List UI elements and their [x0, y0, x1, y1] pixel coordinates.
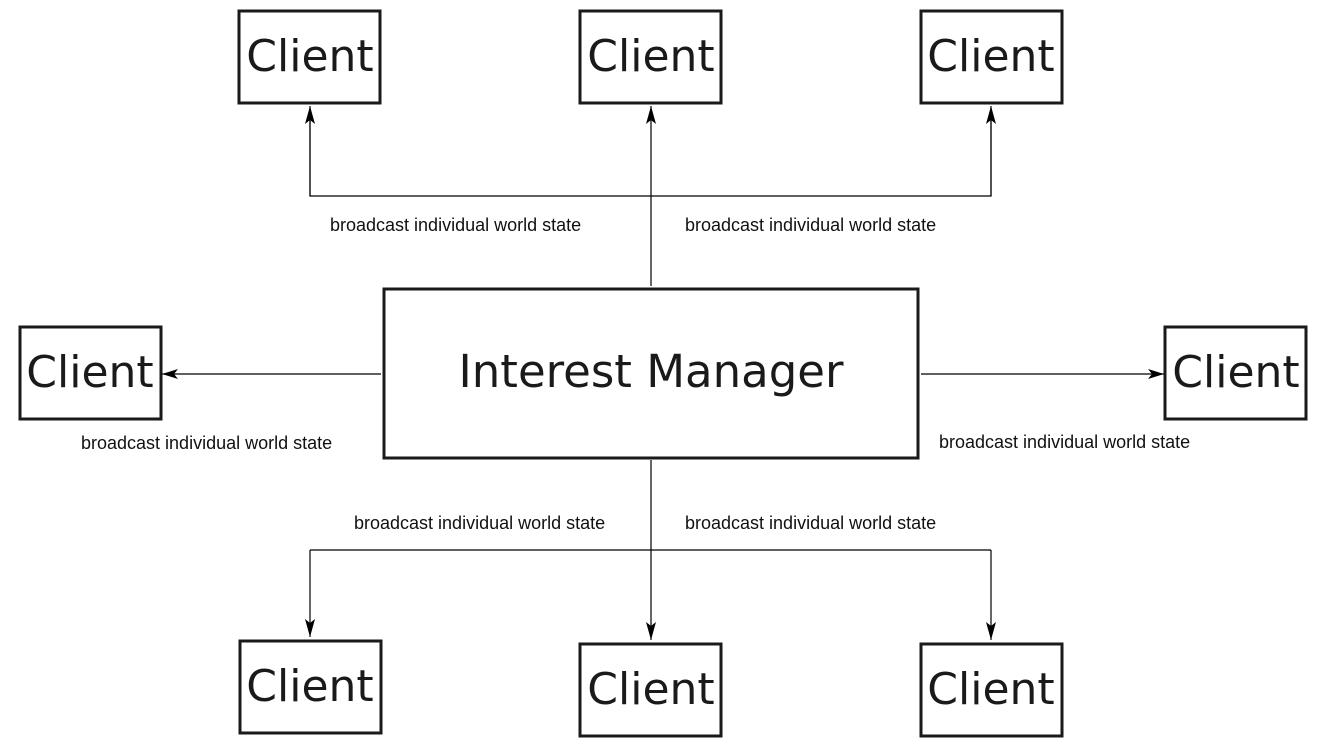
client-label: Client — [587, 31, 714, 82]
edge-label-top-right: broadcast individual world state — [685, 215, 936, 235]
client-label: Client — [927, 31, 1054, 82]
client-label: Client — [1172, 347, 1299, 398]
client-label: Client — [26, 347, 153, 398]
edge-label-bottom-left: broadcast individual world state — [354, 513, 605, 533]
edge-label-left: broadcast individual world state — [81, 433, 332, 453]
bottom-connectors — [305, 460, 996, 640]
client-label: Client — [927, 664, 1054, 715]
client-node-top-left: Client — [237, 9, 382, 105]
client-node-left: Client — [18, 325, 163, 421]
client-node-bottom-left: Client — [238, 639, 383, 735]
edge-label-bottom-right: broadcast individual world state — [685, 513, 936, 533]
client-node-right: Client — [1163, 325, 1308, 421]
client-node-top-center: Client — [578, 9, 723, 105]
client-label: Client — [587, 664, 714, 715]
edge-label-top-left: broadcast individual world state — [330, 215, 581, 235]
interest-manager-label: Interest Manager — [459, 345, 844, 398]
client-node-bottom-center: Client — [578, 642, 723, 738]
client-label: Client — [246, 661, 373, 712]
top-connectors — [305, 106, 996, 286]
client-node-bottom-right: Client — [919, 642, 1064, 738]
client-label: Client — [246, 31, 373, 82]
client-node-top-right: Client — [919, 9, 1064, 105]
edge-label-right: broadcast individual world state — [939, 432, 1190, 452]
interest-manager-node: Interest Manager — [382, 287, 920, 460]
